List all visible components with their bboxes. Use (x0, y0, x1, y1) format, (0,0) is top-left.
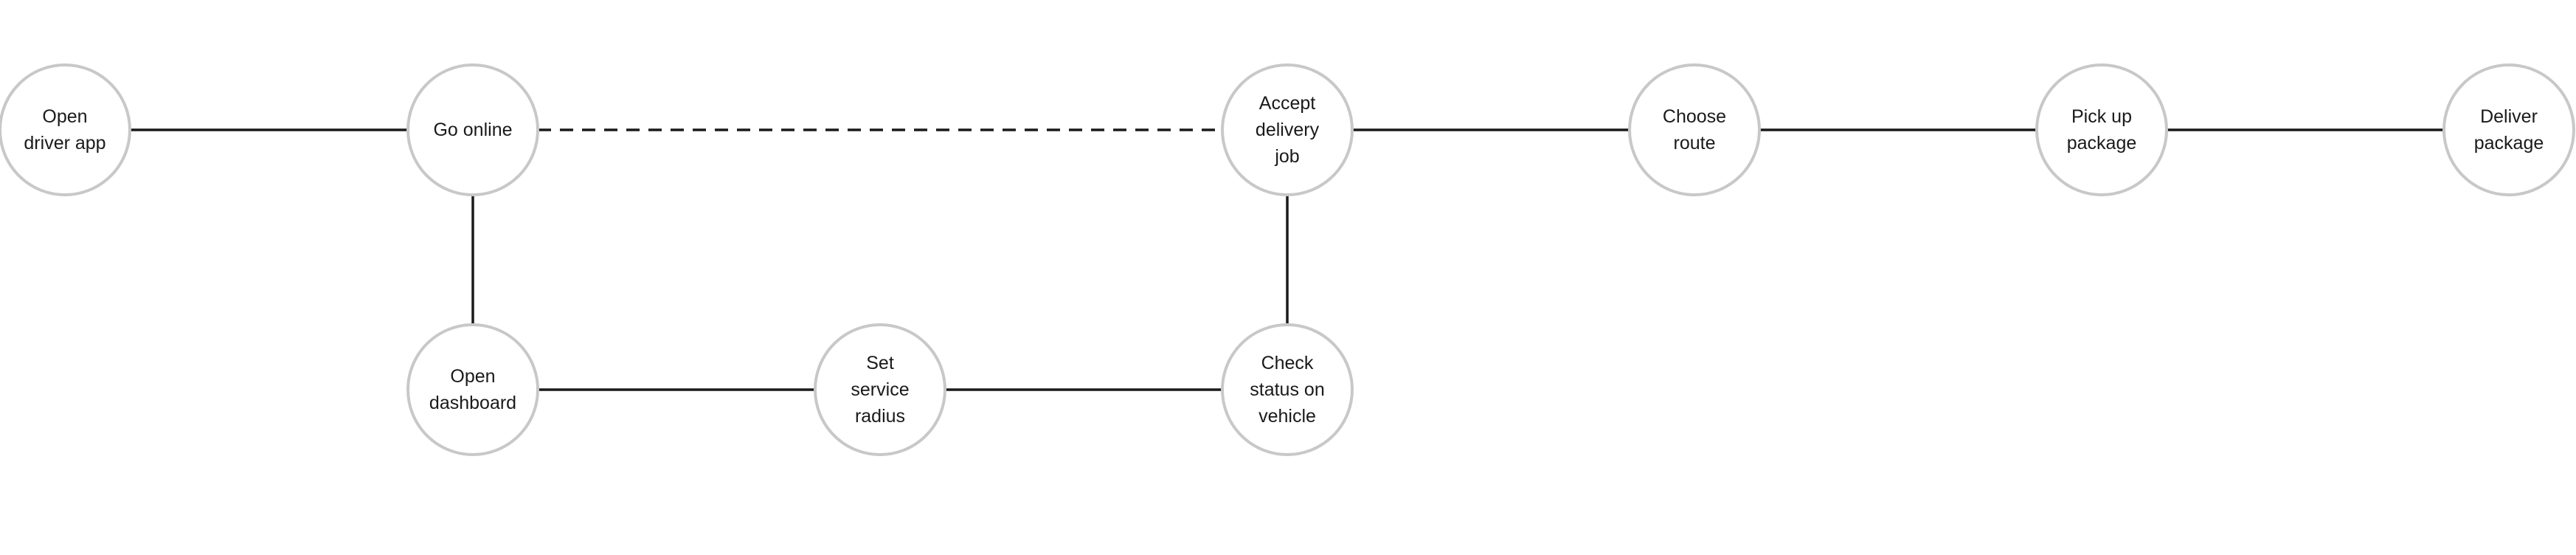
node-open-dashboard[interactable]: Open dashboard (406, 323, 539, 456)
node-choose-route[interactable]: Choose route (1628, 63, 1761, 196)
node-label: Deliver (2480, 106, 2538, 127)
node-label: Choose (1663, 106, 1726, 127)
node-label: driver app (24, 133, 105, 154)
node-label: job (1274, 146, 1299, 167)
node-pick-up-package[interactable]: Pick up package (2035, 63, 2168, 196)
node-deliver-package[interactable]: Deliver package (2442, 63, 2575, 196)
node-label: service (851, 379, 909, 400)
node-label: package (2474, 133, 2544, 154)
node-label: Accept (1259, 93, 1315, 114)
node-check-status-on-vehicle[interactable]: Check status on vehicle (1221, 323, 1354, 456)
node-label: delivery (1256, 120, 1320, 140)
node-accept-delivery-job[interactable]: Accept delivery job (1221, 63, 1354, 196)
node-label: Pick up (2071, 106, 2132, 127)
node-label: Set (866, 353, 894, 373)
node-label: radius (855, 406, 905, 427)
node-circle (814, 323, 946, 456)
node-circle (2442, 63, 2575, 196)
node-label: vehicle (1258, 406, 1316, 427)
node-go-online[interactable]: Go online (406, 63, 539, 196)
node-label: Open (42, 106, 87, 127)
edges-layer (130, 128, 2444, 391)
nodes-layer: Open driver app Go online Accept delivery job… (0, 63, 2575, 456)
node-circle (1628, 63, 1761, 196)
node-label: package (2067, 133, 2137, 154)
node-circle (0, 63, 131, 196)
node-circle (1221, 63, 1354, 196)
node-label: dashboard (429, 393, 516, 413)
node-label: route (1674, 133, 1716, 154)
node-label: Go online (433, 120, 512, 140)
node-label: status on (1250, 379, 1324, 400)
node-circle (2035, 63, 2168, 196)
node-circle (1221, 323, 1354, 456)
node-circle (406, 63, 539, 196)
node-open-driver-app[interactable]: Open driver app (0, 63, 131, 196)
node-label: Check (1261, 353, 1314, 373)
node-label: Open (450, 366, 495, 387)
node-circle (406, 323, 539, 456)
node-set-service-radius[interactable]: Set service radius (814, 323, 946, 456)
